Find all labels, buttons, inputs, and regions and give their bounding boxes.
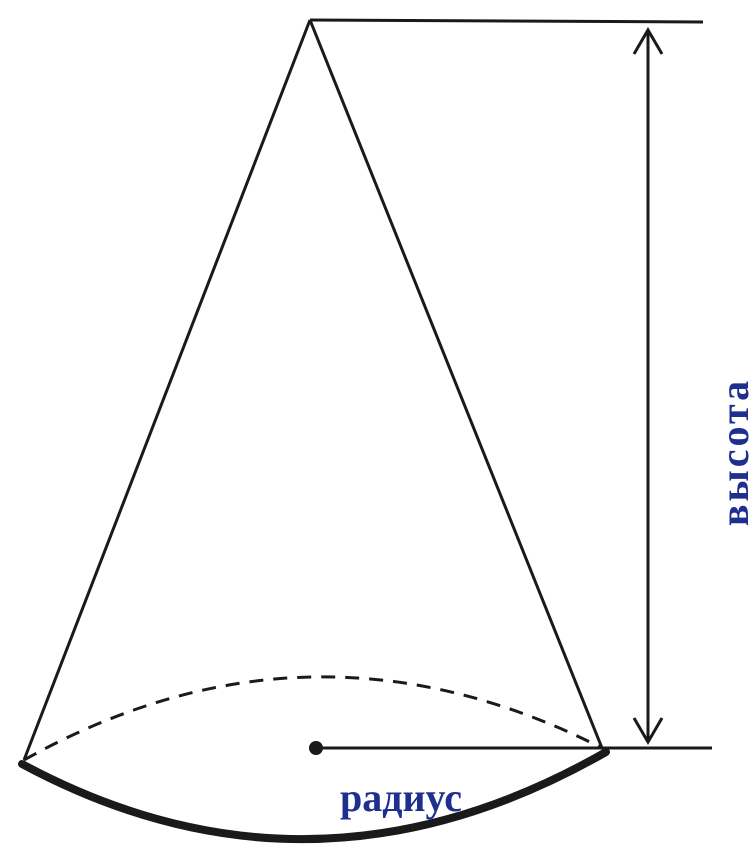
height-arrow-bottom-head xyxy=(632,717,664,745)
cone-left-edge xyxy=(22,19,312,761)
apex-reference-line xyxy=(309,18,704,24)
center-point xyxy=(309,741,323,755)
cone-right-edge xyxy=(308,19,604,749)
height-label: высота xyxy=(712,377,756,527)
radius-label: радиус xyxy=(340,775,463,820)
base-front-arc xyxy=(18,748,610,843)
base-back-dashed-arc xyxy=(23,675,603,762)
height-arrow-top-head xyxy=(632,27,664,55)
